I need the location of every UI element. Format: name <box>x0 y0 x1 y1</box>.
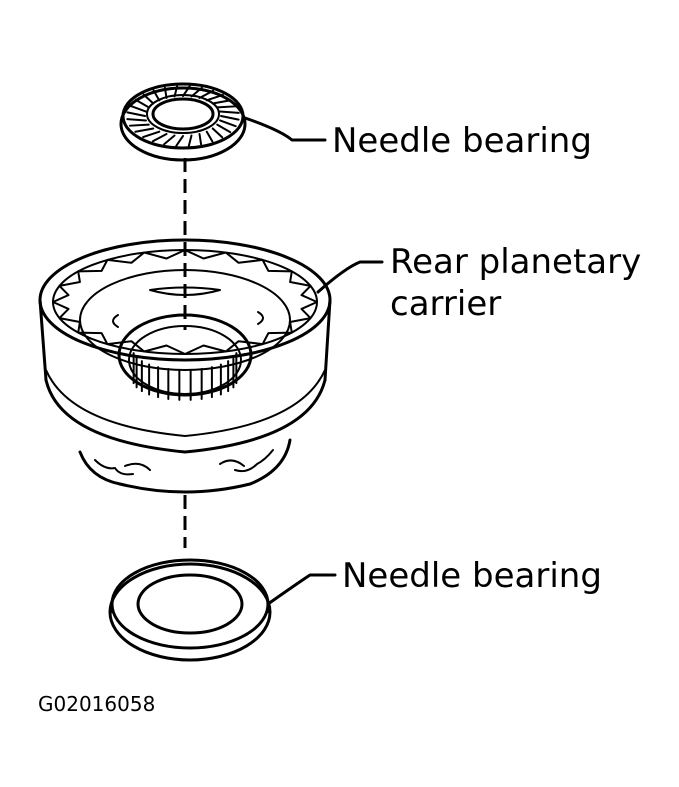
bearing-needle <box>152 89 161 102</box>
bearing-needle <box>219 110 240 114</box>
bearing-needle <box>216 123 232 134</box>
bearing-needle <box>142 130 161 139</box>
bearing-needle <box>128 123 150 127</box>
bearing-needle <box>205 93 224 102</box>
bearing-needle <box>216 105 238 109</box>
bearing-needle <box>190 86 203 98</box>
bearing-needle <box>211 99 232 105</box>
bearing-needle <box>211 127 224 139</box>
label-carrier-line1: Rear planetary <box>390 242 641 282</box>
label-bottom-needle-bearing: Needle bearing <box>342 556 602 596</box>
bearing-needle <box>126 111 146 117</box>
leader-line-bottom-bearing <box>266 573 337 606</box>
bearing-needle <box>220 115 240 121</box>
bearing-needle <box>173 85 179 98</box>
bearing-needle <box>126 118 147 122</box>
leader-line-carrier <box>316 260 384 294</box>
leader-line-top-bearing <box>243 116 327 142</box>
rear-planetary-carrier <box>38 238 332 494</box>
carrier-deck-edge <box>79 269 291 371</box>
bearing-needle <box>182 85 191 97</box>
bearing-needle <box>219 119 237 128</box>
bottom-needle-bearing <box>108 558 272 662</box>
bearing-needle <box>142 93 155 105</box>
bearing-needle <box>134 127 155 133</box>
bearing-needle <box>134 98 150 109</box>
top-needle-bearing <box>119 82 247 162</box>
bearing-needle <box>198 89 215 99</box>
bearing-needle <box>163 134 176 146</box>
bearing-needle <box>187 134 193 147</box>
label-top-needle-bearing: Needle bearing <box>332 121 592 161</box>
bearing-needle <box>129 104 147 113</box>
bearing-needle <box>151 133 168 143</box>
bearing-needle <box>205 130 214 143</box>
bearing-needle <box>163 86 168 99</box>
bearing-needle <box>198 133 203 146</box>
bearing-needle <box>175 135 184 147</box>
label-carrier-line2: carrier <box>390 284 501 324</box>
figure-code: G02016058 <box>38 692 155 716</box>
